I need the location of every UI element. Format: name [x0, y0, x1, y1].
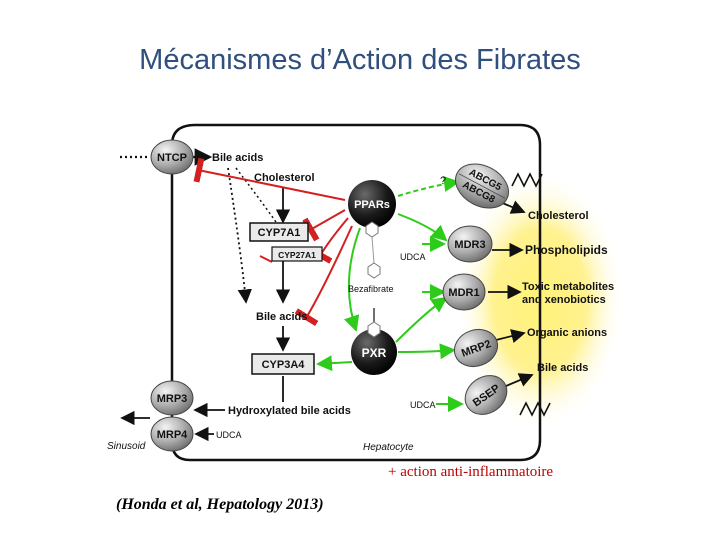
- label-udca-bsep: UDCA: [410, 400, 436, 410]
- ntcp-transporter: NTCP: [150, 139, 194, 175]
- footnote-anti-inflammatory: + action anti-inflammatoire: [388, 464, 554, 480]
- mdr3-transporter: MDR3: [447, 225, 493, 263]
- slide-title: Mécanismes d’Action des Fibrates: [139, 44, 581, 76]
- inhibit-ppar-bile: [294, 225, 353, 326]
- bezafibrate-link: [371, 236, 375, 264]
- label-udca-mrp4: UDCA: [216, 430, 242, 440]
- label-hydroxylated-bile-acids: Hydroxylated bile acids: [228, 405, 351, 417]
- label-bezafibrate: Bezafibrate: [348, 284, 394, 294]
- mdr1-transporter: MDR1: [442, 273, 486, 311]
- output-phospholipids: Phospholipids: [525, 243, 608, 257]
- output-bile-acids: Bile acids: [537, 362, 588, 374]
- cyp27a1-box: CYP27A1: [271, 246, 323, 262]
- ppars-label: PPARs: [354, 199, 390, 211]
- inhibit-ppar-ntcp: [193, 157, 346, 201]
- bsep-transporter: BSEP: [464, 375, 508, 415]
- mdr1-label: MDR1: [448, 287, 479, 299]
- mrp4-transporter: MRP4: [150, 416, 194, 452]
- label-bile-acids-in: Bile acids: [212, 152, 263, 164]
- ntcp-label: NTCP: [157, 152, 187, 164]
- arrow-mrp2-anions: [495, 329, 526, 344]
- label-udca-mdr3: UDCA: [400, 252, 426, 262]
- zigzag-top: [511, 172, 543, 188]
- arrow-bsep-bile: [505, 373, 534, 387]
- activate-ppar-pxr: [343, 227, 361, 332]
- inhibit-ppar-cyp27a1: [308, 217, 349, 264]
- mrp2-transporter: MRP2: [453, 328, 499, 368]
- arrow-bile-dotted-2: [235, 167, 279, 226]
- mdr3-label: MDR3: [454, 239, 485, 251]
- inhibit-ppar-cyp7a1: [302, 209, 346, 242]
- label-hepatocyte: Hepatocyte: [363, 442, 414, 453]
- output-organic-anions: Organic anions: [527, 327, 607, 339]
- activate-pxr-mdr1: [395, 296, 448, 343]
- label-cholesterol: Cholesterol: [254, 172, 315, 184]
- cyp3a4-box: CYP3A4: [251, 353, 315, 375]
- activate-ppar-abcg: [397, 176, 460, 197]
- hepatocyte-membrane: [170, 123, 542, 462]
- output-toxic-line1: Toxic metabolites: [522, 281, 614, 293]
- activate-ppar-mdr3: [397, 213, 448, 242]
- output-toxic-line2: and xenobiotics: [522, 294, 606, 306]
- bezafibrate-ligand: [365, 221, 381, 338]
- pxr-label: PXR: [362, 346, 387, 360]
- mrp3-transporter: MRP3: [150, 380, 194, 416]
- activate-pxr-mrp2: [397, 343, 456, 360]
- activate-pxr-cyp3a4: [316, 355, 353, 372]
- citation: (Honda et al, Hepatology 2013): [116, 496, 324, 513]
- mrp3-label: MRP3: [157, 393, 188, 405]
- label-question: ?: [440, 175, 446, 187]
- cyp27a1-label: CYP27A1: [278, 250, 316, 260]
- arrow-bile-dotted: [227, 167, 252, 304]
- cyp7a1-box: CYP7A1: [249, 222, 309, 242]
- output-cholesterol: Cholesterol: [528, 210, 589, 222]
- arrow-abcg-chol: [499, 200, 526, 214]
- cyp7a1-label: CYP7A1: [258, 227, 301, 239]
- zigzag-bottom: [519, 401, 551, 417]
- inhibit-cyp27a1-arrow: [259, 255, 273, 263]
- label-bile-acids-mid: Bile acids: [256, 311, 307, 323]
- label-sinusoid: Sinusoid: [107, 441, 146, 452]
- pxr-receptor: PXR: [351, 329, 397, 375]
- ppars-receptor: PPARs: [348, 180, 396, 228]
- cyp3a4-label: CYP3A4: [262, 359, 306, 371]
- mrp4-label: MRP4: [157, 429, 188, 441]
